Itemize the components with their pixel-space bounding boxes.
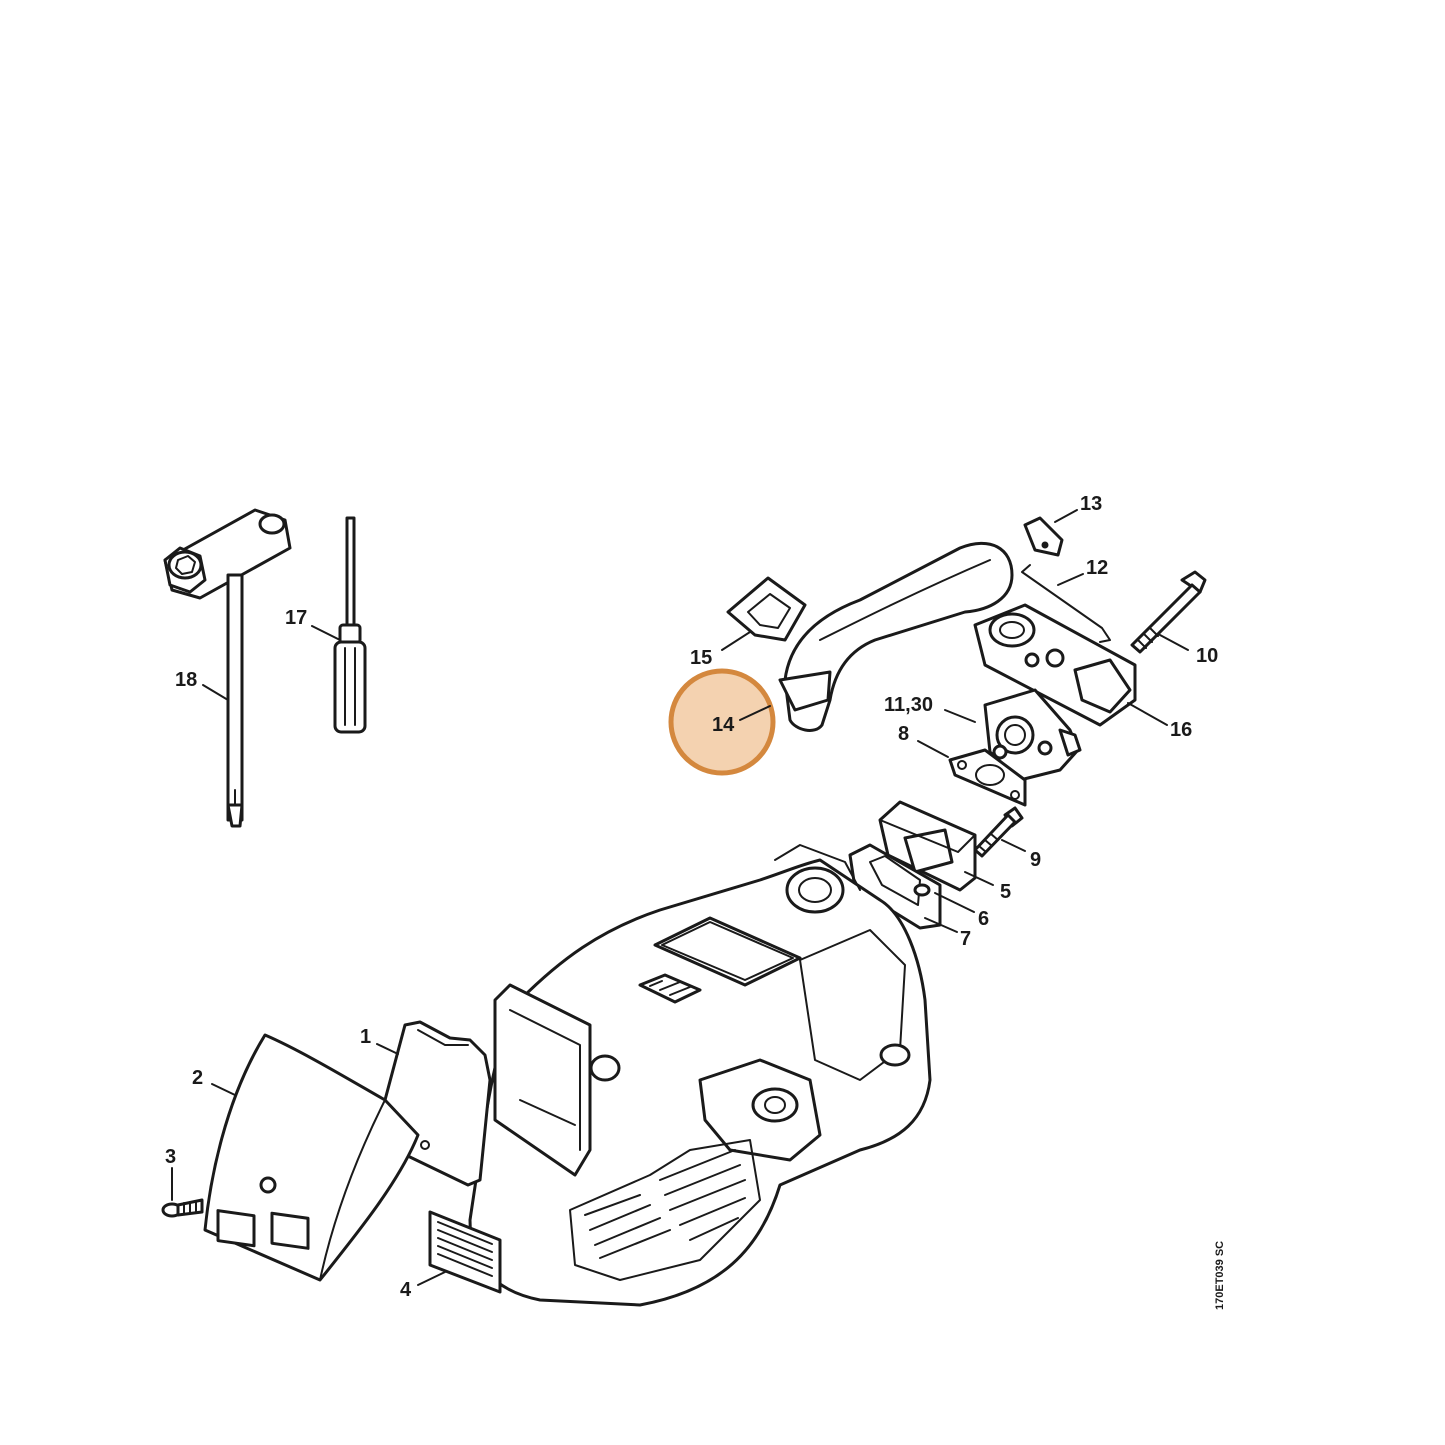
intake-manifold[interactable] <box>778 541 1014 732</box>
combination-wrench[interactable] <box>163 508 292 828</box>
engine-housing <box>468 844 932 1307</box>
callout-13: 13 <box>1080 493 1102 515</box>
callout-10: 10 <box>1196 645 1218 667</box>
callout-4: 4 <box>400 1279 412 1301</box>
sprocket-cover[interactable] <box>203 1033 430 1282</box>
drawing-reference: 170ET039 SC <box>1214 1241 1226 1310</box>
callout-16: 16 <box>1170 719 1192 741</box>
long-screw[interactable] <box>1130 570 1207 654</box>
callout-15: 15 <box>690 647 712 669</box>
filter-grille[interactable] <box>428 1210 502 1294</box>
intake-gasket[interactable] <box>726 576 807 642</box>
carburetor[interactable] <box>983 688 1082 782</box>
highlight-circle <box>668 668 776 776</box>
callout-14: 14 <box>712 714 735 736</box>
callout-18: 18 <box>175 669 197 691</box>
callout-5: 5 <box>1000 881 1011 903</box>
callout-labels: 1 2 3 4 5 6 7 8 9 10 11,30 12 13 14 15 1… <box>165 493 1218 1301</box>
carburetor-gasket[interactable] <box>948 748 1027 807</box>
callout-11-30: 11,30 <box>884 694 933 716</box>
cover-screw[interactable] <box>161 1198 204 1218</box>
clip[interactable] <box>1023 516 1064 557</box>
callout-6: 6 <box>978 908 989 930</box>
callout-2: 2 <box>192 1067 203 1089</box>
callout-17: 17 <box>285 607 307 629</box>
carburetor-adapter[interactable] <box>878 800 977 892</box>
callout-7: 7 <box>960 928 971 950</box>
callout-1: 1 <box>360 1026 371 1048</box>
air-filter-housing[interactable] <box>973 603 1137 727</box>
callout-8: 8 <box>898 723 909 745</box>
screwdriver[interactable] <box>333 516 367 734</box>
leader-lines <box>171 509 1189 1286</box>
washer[interactable] <box>913 883 931 897</box>
throttle-rod[interactable] <box>1021 564 1111 643</box>
callout-9: 9 <box>1030 849 1041 871</box>
screw-m5[interactable] <box>973 806 1024 858</box>
callout-3: 3 <box>165 1146 176 1168</box>
callout-12: 12 <box>1086 557 1108 579</box>
